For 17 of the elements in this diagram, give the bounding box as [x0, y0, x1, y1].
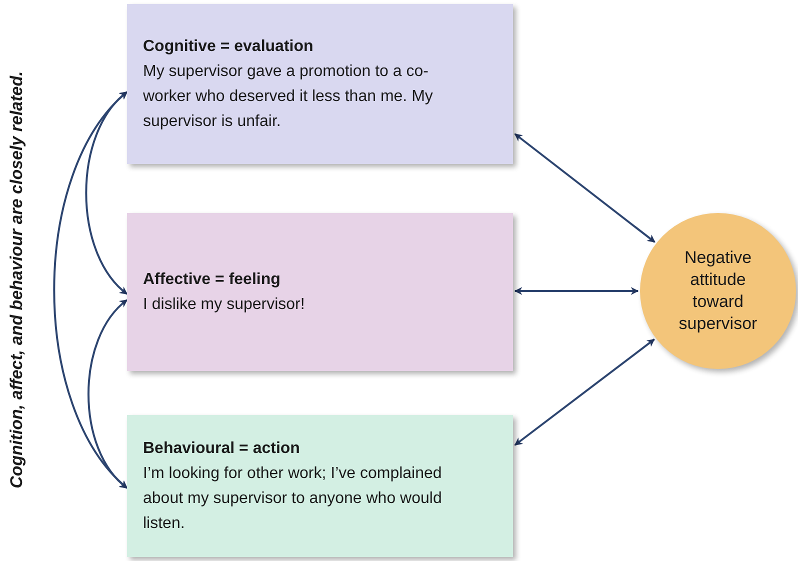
double-arrow	[514, 287, 639, 295]
box-heading: Affective = feeling	[143, 270, 282, 290]
box-text: I’m looking for other work; I’ve complained about my supervisor to anyone who would listen.	[143, 464, 443, 534]
component-box	[127, 4, 513, 164]
circle-text: Negative attitude toward supervisor	[678, 247, 758, 335]
side-note: Cognition, affect, and behaviour are closely related.	[6, 71, 28, 489]
double-arrow	[85, 91, 128, 295]
box-heading: Cognitive = evaluation	[143, 37, 314, 57]
double-arrow	[53, 91, 128, 489]
box-heading: Behavioural = action	[143, 439, 301, 459]
component-box	[127, 415, 513, 557]
double-arrow	[88, 299, 128, 489]
double-arrow	[514, 133, 656, 243]
component-box	[127, 213, 513, 371]
double-arrow	[514, 338, 655, 446]
box-text: My supervisor gave a promotion to a co-worker who deserved it less than me. My supervisor is unfair.	[143, 62, 434, 132]
box-text: I dislike my supervisor!	[143, 295, 306, 315]
